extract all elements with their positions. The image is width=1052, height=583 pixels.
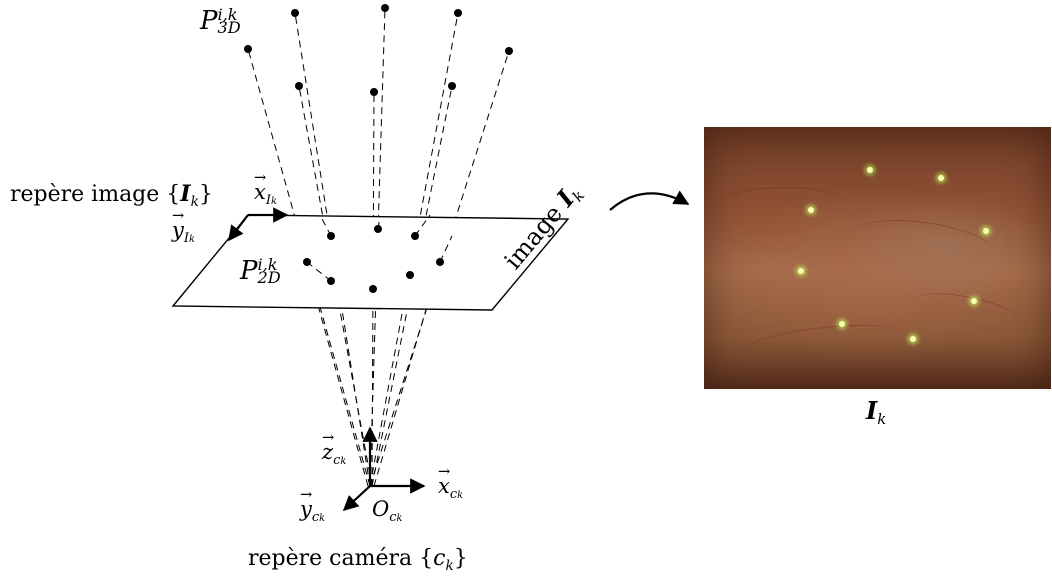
point-2d xyxy=(436,258,444,266)
laser-spot xyxy=(938,175,944,181)
label-y-camera: yck xyxy=(300,486,325,524)
points-2d xyxy=(303,225,444,293)
curved-arrow xyxy=(609,190,690,211)
label-z-camera: zck xyxy=(322,429,346,467)
laser-spot xyxy=(971,298,977,304)
points-3d xyxy=(244,4,513,96)
plane-ray-4 xyxy=(414,214,431,237)
laser-spot xyxy=(808,207,814,213)
point-2d xyxy=(369,285,377,293)
vessel xyxy=(742,318,906,367)
label-camera-frame: repère caméra {ck} xyxy=(248,546,468,574)
photo-caption: Ik xyxy=(866,396,887,429)
y-image-axis xyxy=(228,214,249,242)
ray-1 xyxy=(247,48,371,487)
endoscopic-image xyxy=(704,127,1051,389)
laser-spot xyxy=(983,228,989,234)
point-2d xyxy=(374,225,382,233)
vessel xyxy=(724,187,844,218)
point-2d xyxy=(406,271,414,279)
image-frame-axes xyxy=(228,207,289,242)
label-y-image: yIk xyxy=(172,207,195,245)
label-image-frame: repère image {Ik} xyxy=(10,181,213,210)
point-2d xyxy=(327,277,335,285)
ray-6 xyxy=(298,85,373,487)
camera-frame-axes xyxy=(342,426,426,512)
point-2d xyxy=(303,258,311,266)
point-2d xyxy=(411,232,419,240)
point-3d xyxy=(505,47,513,55)
laser-spot xyxy=(867,167,873,173)
y-camera-axis xyxy=(342,485,371,512)
label-origin: Ock xyxy=(372,497,403,525)
ray-3 xyxy=(369,7,386,487)
plane-ray-1 xyxy=(306,261,332,282)
label-x-camera: xck xyxy=(438,463,463,501)
point-2d xyxy=(327,232,335,240)
point-3d xyxy=(448,82,456,90)
label-x-image: xIk xyxy=(254,169,277,207)
ray-2 xyxy=(294,12,371,487)
point-3d xyxy=(295,82,303,90)
ray-8 xyxy=(371,85,453,487)
image-plane xyxy=(171,214,570,311)
laser-spot xyxy=(798,268,804,274)
laser-spot xyxy=(839,321,845,327)
point-3d xyxy=(244,45,252,53)
vessel xyxy=(851,212,997,273)
vessel xyxy=(912,285,1026,338)
laser-spot xyxy=(910,336,916,342)
point-3d xyxy=(454,9,462,17)
plane-ray-5 xyxy=(439,235,453,263)
point-3d xyxy=(381,4,389,12)
point-3d xyxy=(370,88,378,96)
point-3d xyxy=(291,9,299,17)
